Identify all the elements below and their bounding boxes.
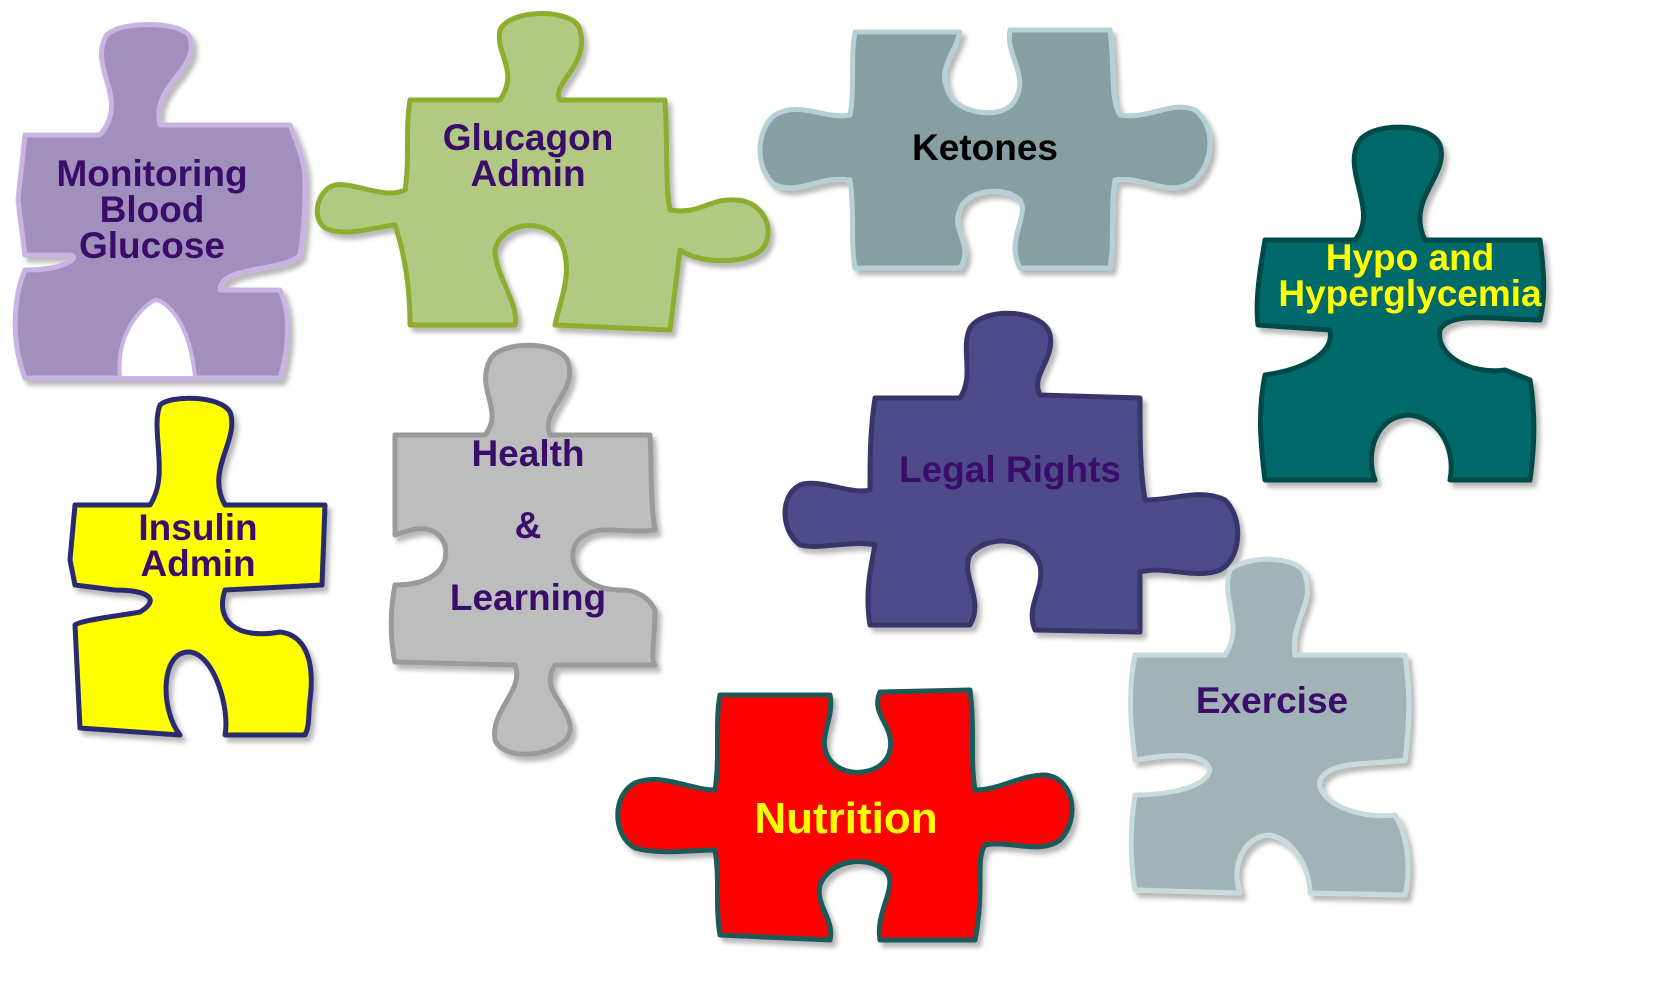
piece-label-line: Ketones [912,127,1058,168]
piece-shape [12,22,308,381]
piece-shape [782,310,1241,635]
piece-shape [67,395,328,738]
piece-shape [388,342,658,757]
piece-shape [1127,556,1412,898]
piece-label-line: Admin [470,153,585,194]
piece-label-line: Hyperglycemia [1278,273,1542,314]
piece-label: Nutrition [754,794,937,843]
puzzle-piece-health-and-learning: Health & Learning [388,342,658,757]
piece-label: Health & Learning [450,433,606,618]
piece-label-line: Admin [140,543,255,584]
puzzle-piece-exercise: Exercise [1127,556,1412,898]
piece-shape [757,27,1213,271]
piece-label: Exercise [1196,680,1348,721]
piece-label: Ketones [912,127,1058,168]
piece-shape [615,687,1075,943]
piece-label-line: Nutrition [754,794,937,843]
puzzle-piece-nutrition: Nutrition [615,687,1075,943]
piece-shape [314,11,771,333]
piece-label-line: Legal Rights [899,449,1121,490]
piece-notch [117,297,198,380]
piece-label-line: Glucagon [443,117,614,158]
piece-label-line: Learning [450,577,606,618]
piece-label-line: Blood [100,189,205,230]
piece-shape [1254,124,1547,483]
piece-label-line: Monitoring [56,153,247,194]
piece-label: Legal Rights [899,449,1121,490]
piece-label-line: Glucose [79,225,225,266]
puzzle-piece-legal-rights: Legal Rights [782,310,1241,635]
puzzle-piece-ketones: Ketones [757,27,1213,271]
piece-label-line: Health [471,433,584,474]
piece-label-line: Exercise [1196,680,1348,721]
piece-label-line: Hypo and [1326,237,1495,278]
piece-label-line: Insulin [138,507,257,548]
piece-label-line: & [515,505,542,546]
